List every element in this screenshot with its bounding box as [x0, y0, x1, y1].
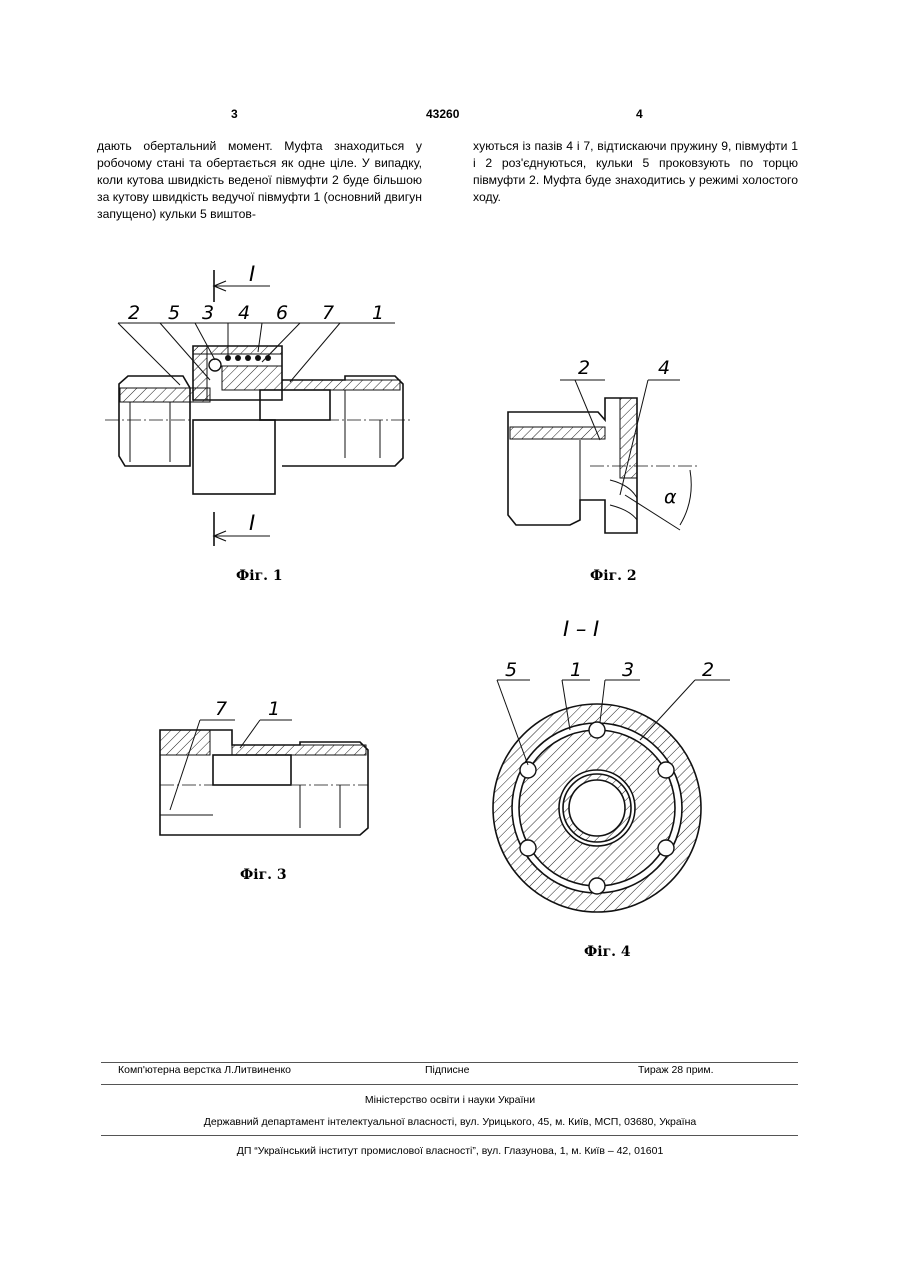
part-label: 3: [622, 659, 634, 681]
part-label: 5: [168, 302, 180, 324]
footer-rule: [101, 1135, 798, 1136]
figure-caption: Фіг. 1: [236, 568, 283, 584]
part-label: 2: [128, 302, 140, 324]
angle-label: α: [664, 486, 677, 508]
footer-ministry: Міністерство освіти і науки України: [0, 1094, 900, 1106]
footer-rule: [101, 1084, 798, 1085]
part-label: 1: [268, 698, 280, 720]
part-label: 3: [202, 302, 214, 324]
figure-caption: Фіг. 3: [240, 867, 287, 883]
part-label: 1: [372, 302, 384, 324]
footer-layout: Комп'ютерна верстка Л.Литвиненко: [118, 1064, 291, 1076]
figure-1-drawing: [105, 270, 410, 546]
part-label: 7: [215, 698, 227, 720]
figure-3-drawing: [160, 720, 368, 835]
footer-rule: [101, 1062, 798, 1063]
figure-caption: Фіг. 2: [590, 568, 637, 584]
figure-caption: Фіг. 4: [584, 944, 631, 960]
part-label: 5: [505, 659, 517, 681]
part-label: 2: [702, 659, 714, 681]
part-label: 6: [276, 302, 288, 324]
figure-3-labels: 7 1: [215, 698, 280, 720]
part-label: 2: [578, 357, 590, 379]
figure-2-drawing: [508, 380, 700, 533]
section-mark: I: [249, 262, 255, 286]
footer-department: Державний департамент інтелектуальної вл…: [0, 1116, 900, 1128]
part-label: 4: [238, 302, 250, 324]
section-mark: I: [249, 511, 255, 535]
part-label: 7: [322, 302, 334, 324]
figure-4-drawing: [493, 680, 730, 912]
section-title: I – I: [563, 617, 599, 641]
footer-institute: ДП “Український інститут промислової вла…: [0, 1145, 900, 1157]
part-label: 4: [658, 357, 670, 379]
footer-signed: Підписне: [425, 1064, 469, 1076]
figure-4-labels: I – I 5 1 3 2: [505, 617, 714, 681]
part-label: 1: [570, 659, 582, 681]
footer-circulation: Тираж 28 прим.: [638, 1064, 714, 1076]
